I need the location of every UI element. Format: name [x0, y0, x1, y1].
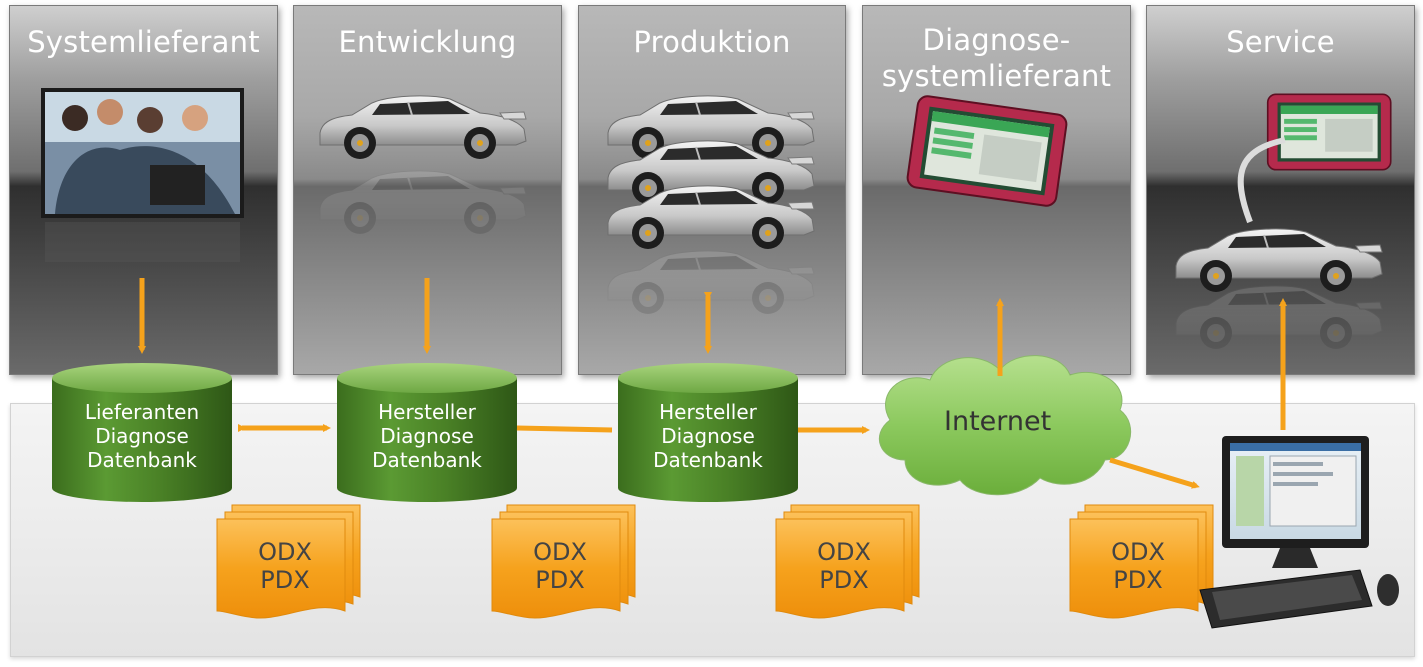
database-label: Hersteller Diagnose Datenbank	[372, 400, 482, 472]
car-reflection	[1175, 284, 1383, 350]
document-label: ODX PDX	[817, 538, 871, 594]
workstation-image	[1199, 436, 1399, 629]
car-image	[1175, 227, 1383, 293]
stage-title: Systemlieferant	[27, 25, 260, 59]
internet-label: Internet	[944, 406, 1052, 437]
database-cylinder	[618, 363, 798, 502]
stage-title: Entwicklung	[338, 25, 517, 59]
arrow-right	[1109, 457, 1200, 489]
database-cylinder	[52, 363, 232, 502]
stage-title: Diagnose- systemlieferant	[881, 23, 1112, 93]
stage-title: Produktion	[633, 25, 791, 59]
document-label: ODX PDX	[533, 538, 587, 594]
car-reflection	[607, 249, 815, 315]
team-photo	[41, 88, 244, 262]
document-label: ODX PDX	[1111, 538, 1165, 594]
diagnostic-tablet-image	[905, 94, 1069, 208]
stage-title: Service	[1226, 25, 1335, 59]
tablet-cable	[1237, 137, 1286, 224]
database-label: Lieferanten Diagnose Datenbank	[84, 400, 200, 472]
document-label: ODX PDX	[258, 538, 312, 594]
database-cylinder	[337, 363, 517, 502]
stage-panel-diagnosesystemlieferant: Diagnose- systemlieferant	[862, 5, 1131, 375]
internet-cloud	[878, 355, 1132, 496]
database-label: Hersteller Diagnose Datenbank	[653, 400, 763, 472]
car-reflection	[319, 169, 527, 235]
connector-line	[516, 425, 613, 433]
flow-arrows	[138, 278, 1287, 489]
car-image	[319, 94, 527, 160]
diagnostic-tablet-image	[1266, 93, 1392, 171]
